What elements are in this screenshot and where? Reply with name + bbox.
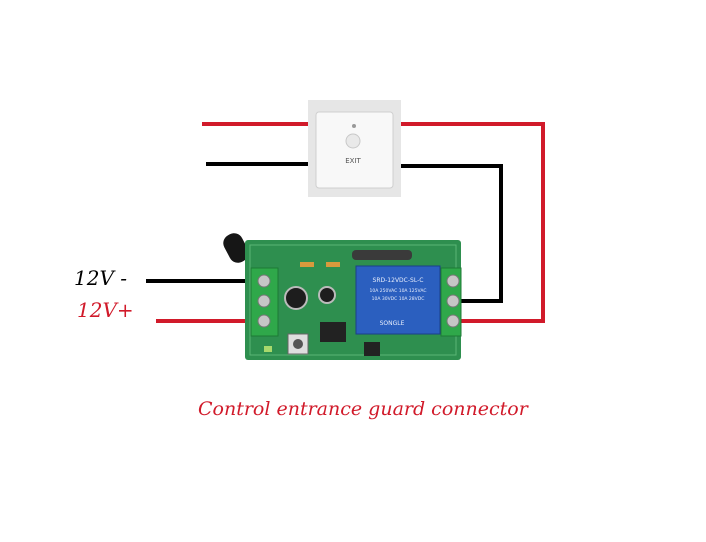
exit-led-icon — [352, 124, 356, 128]
antenna-wire — [223, 233, 249, 263]
ic-chip-small — [364, 342, 380, 356]
capacitor-small — [318, 286, 336, 304]
relay-brand-text: SONGLE — [380, 320, 405, 327]
receiver-board: SRD-12VDC-SL-C 10A 250VAC 10A 125VAC 10A… — [223, 233, 462, 360]
ic-chip-main — [320, 322, 346, 342]
relay-model-text: SRD-12VDC-SL-C — [373, 277, 424, 284]
terminal-screw-5 — [446, 294, 460, 308]
exit-button-text: EXIT — [345, 157, 361, 165]
resistor-component-2 — [326, 262, 340, 267]
terminal-screw-6 — [446, 314, 460, 328]
pcb-led-icon — [264, 346, 272, 352]
relay-rating-text-1: 10A 250VAC 10A 125VAC — [370, 288, 427, 294]
relay-rating-text-2: 10A 30VDC 10A 28VDC — [372, 296, 425, 302]
switch-to-relay-red-wire — [396, 122, 545, 323]
exit-press-icon — [345, 133, 361, 149]
terminal-screw-4 — [446, 274, 460, 288]
power-negative-label: 12V - — [74, 266, 128, 290]
crystal-component — [352, 250, 412, 260]
relay-terminal-block — [440, 267, 462, 337]
diagram-caption: Control entrance guard connector — [198, 398, 528, 420]
resistor-component-1 — [300, 262, 314, 267]
wires — [146, 122, 545, 323]
power-positive-label: 12V+ — [77, 298, 134, 322]
capacitor-large — [284, 286, 308, 310]
terminal-screw-2 — [257, 294, 271, 308]
terminal-screw-3 — [257, 314, 271, 328]
exit-button-switch: EXIT — [308, 100, 401, 197]
terminal-screw-1 — [257, 274, 271, 288]
power-terminal-block — [250, 267, 279, 337]
switch-to-relay-black-wire — [396, 164, 503, 303]
relay: SRD-12VDC-SL-C 10A 250VAC 10A 125VAC 10A… — [355, 265, 441, 335]
